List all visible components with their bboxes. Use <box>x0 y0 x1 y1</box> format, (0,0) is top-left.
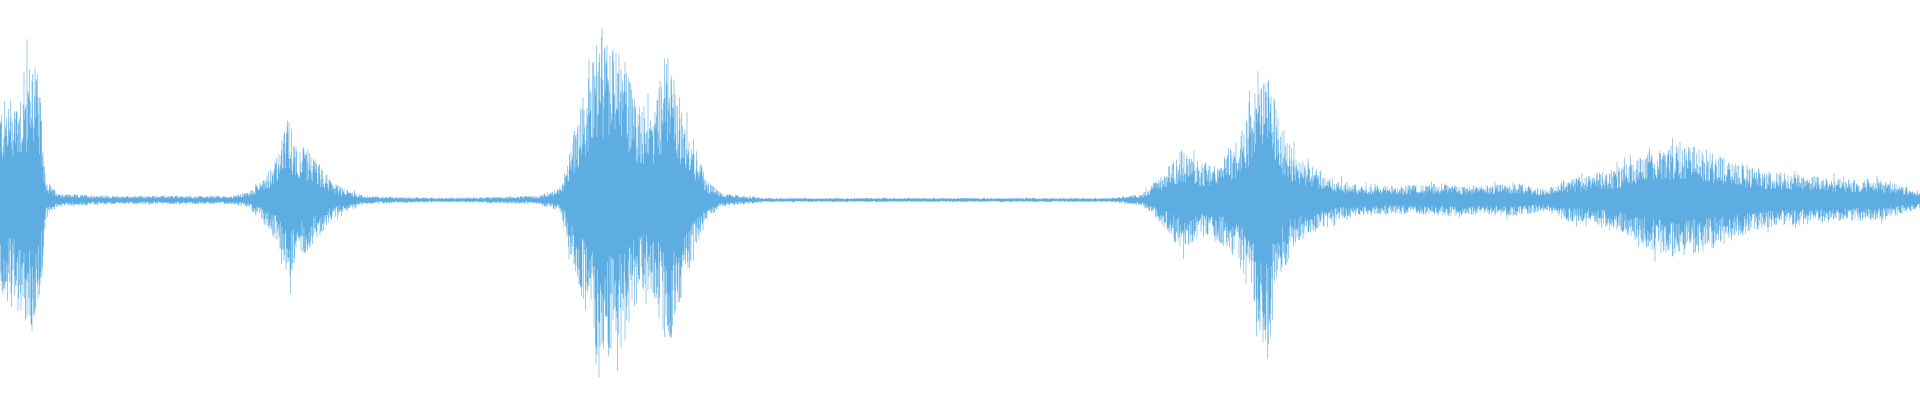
waveform-lines <box>0 28 1920 378</box>
waveform-trace <box>0 28 1920 378</box>
